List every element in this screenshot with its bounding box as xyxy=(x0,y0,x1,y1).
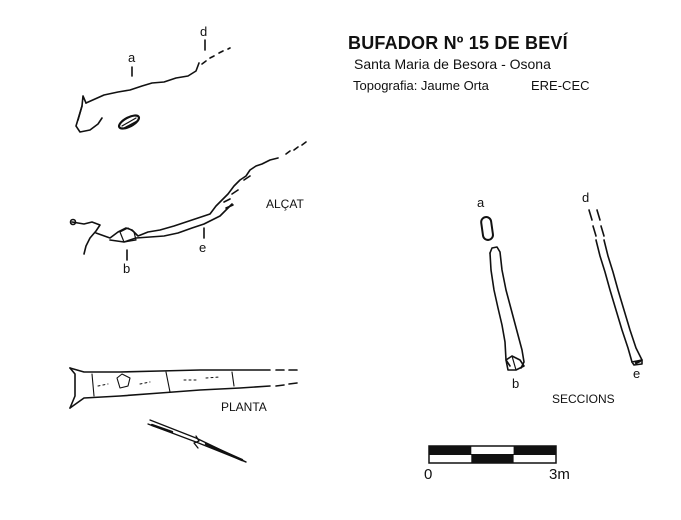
sections-label: SECCIONS xyxy=(552,392,615,406)
plan-view xyxy=(69,367,298,463)
point-label-d-section: d xyxy=(582,190,590,205)
plan-label: PLANTA xyxy=(221,400,267,414)
elevation-profile xyxy=(69,141,307,261)
page-title: BUFADOR Nº 15 DE BEVÍ xyxy=(348,33,568,53)
upper-profile-sketch xyxy=(75,39,231,133)
point-label-e-section: e xyxy=(633,366,641,381)
point-label-b-section: b xyxy=(512,376,520,391)
elevation-label: ALÇAT xyxy=(266,197,304,211)
cross-sections xyxy=(480,209,643,371)
point-label-a-section: a xyxy=(477,195,485,210)
point-label-d-top: d xyxy=(200,24,208,39)
point-label-e-elevation: e xyxy=(199,240,207,255)
scale-end-label: 3m xyxy=(549,466,570,483)
point-label-b-elevation: b xyxy=(123,261,131,276)
location-subtitle: Santa Maria de Besora - Osona xyxy=(354,56,551,72)
scale-bar xyxy=(428,445,557,464)
survey-group: ERE-CEC xyxy=(531,78,590,93)
topography-credit: Topografia: Jaume Orta xyxy=(353,78,489,93)
point-label-a-top: a xyxy=(128,50,136,65)
scale-start-label: 0 xyxy=(424,466,433,483)
